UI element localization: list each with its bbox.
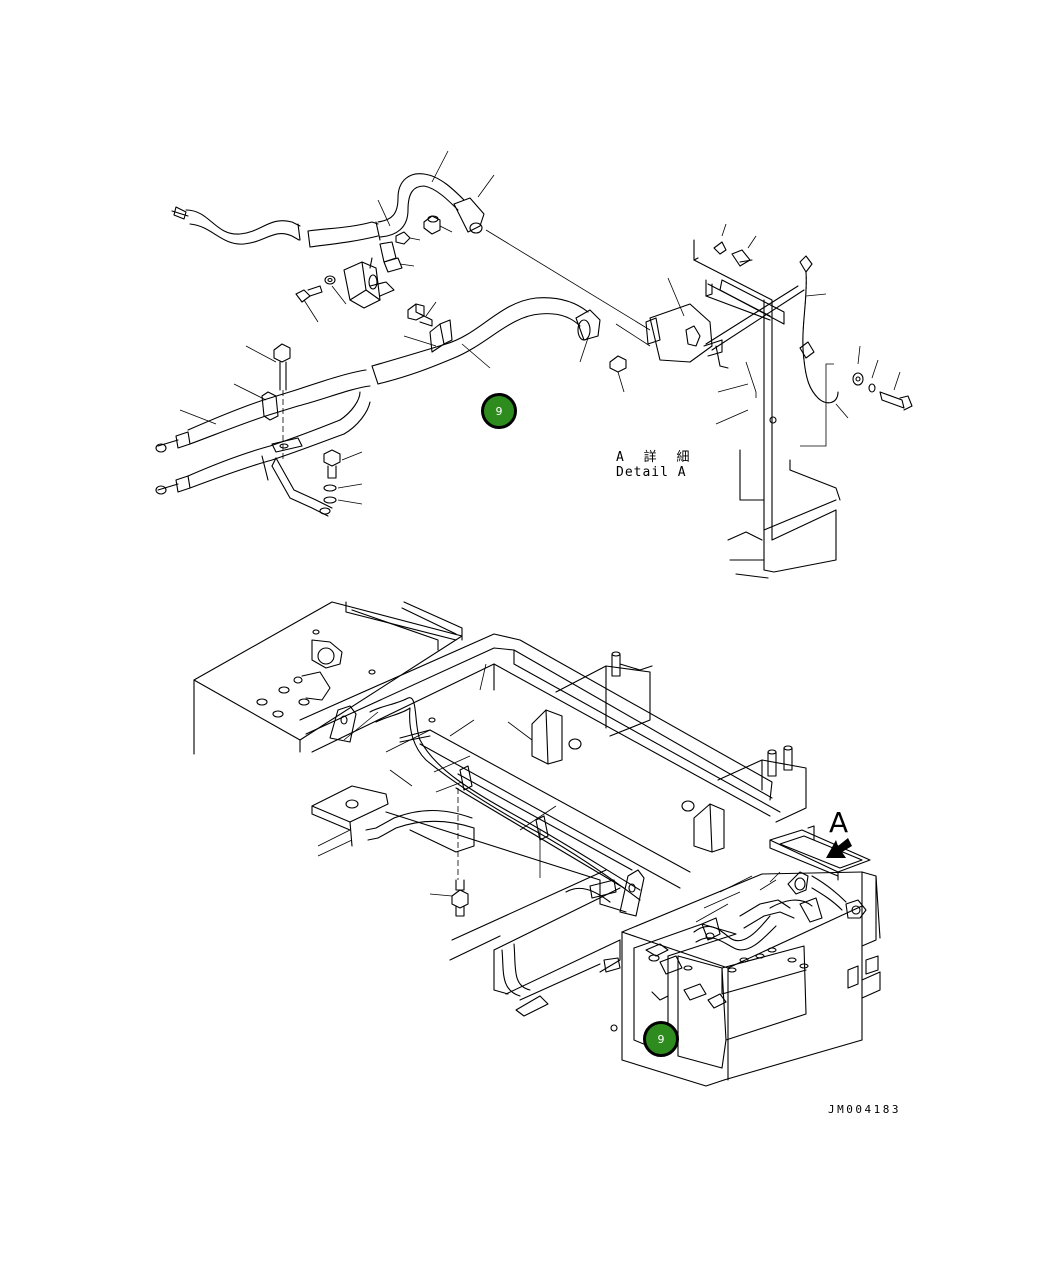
main-assembly-view: [193, 601, 881, 1087]
leader-lines: [317, 663, 557, 880]
battery-box-detail: [615, 223, 913, 579]
frame-cables: [365, 697, 641, 903]
loop-cable: [375, 150, 495, 241]
view-marker-label: A: [829, 806, 849, 839]
vertical-bolt: [261, 343, 333, 517]
document-id: JM004183: [828, 1103, 901, 1116]
lower-cables: [155, 345, 371, 495]
bolt-stack: [323, 449, 363, 505]
upper-cable: [171, 206, 379, 248]
callout-marker-bottom[interactable]: 9: [643, 1021, 679, 1057]
detail-label-en: Detail A: [616, 465, 687, 480]
detail-a-view: [155, 150, 913, 579]
view-arrow-a: [826, 838, 852, 858]
clamp-parts: [379, 215, 453, 273]
bolt-mid: [407, 301, 437, 327]
frame-bolt: [429, 879, 469, 917]
bracket-assembly: [295, 257, 395, 323]
main-frame: [299, 633, 781, 1017]
frame-brackets: [311, 705, 645, 917]
callout-marker-top[interactable]: 9: [481, 393, 517, 429]
left-platform: [193, 601, 463, 755]
middle-cable: [371, 297, 627, 393]
frame-blocks: [531, 651, 807, 853]
leader-line: [485, 229, 651, 331]
detail-label-jp: A 詳 細: [616, 450, 696, 465]
